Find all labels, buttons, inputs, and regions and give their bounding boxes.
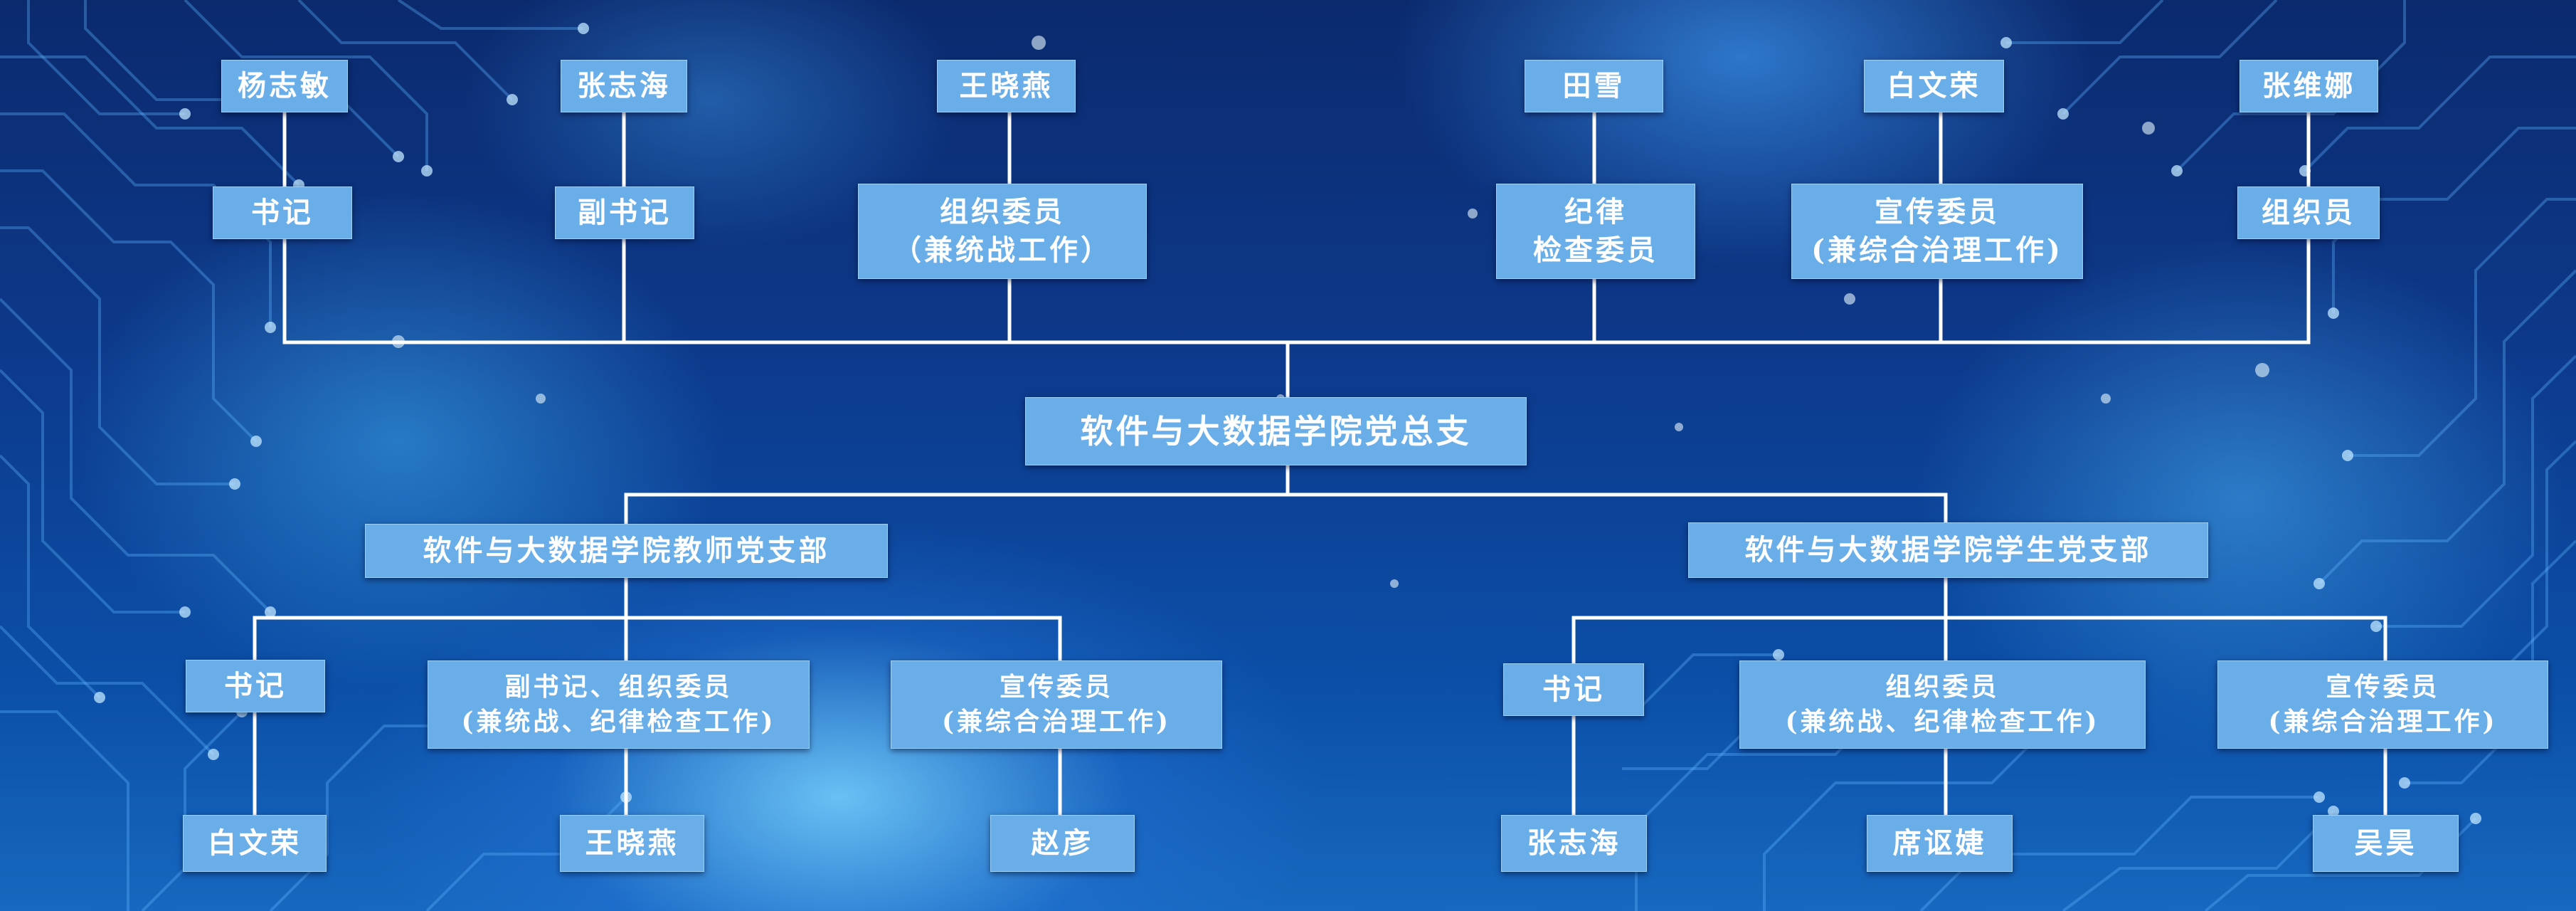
branch-label: 软件与大数据学院学生党支部	[1744, 533, 2152, 567]
role-line: (兼综合治理工作)	[941, 707, 1172, 737]
root-label: 软件与大数据学院党总支	[1080, 411, 1472, 451]
person-name: 席讴婕	[1892, 826, 1987, 860]
student-person-2: 吴昊	[2313, 815, 2459, 872]
teacher-person-0: 白文荣	[183, 815, 327, 872]
role-line: 组织委员	[1885, 672, 2000, 702]
role-line: （兼统战工作）	[893, 233, 1112, 267]
committee-person-5: 张维娜	[2240, 60, 2378, 112]
role-line: 副书记	[578, 196, 672, 229]
branch-student: 软件与大数据学院学生党支部	[1688, 522, 2208, 578]
role-line: 书记	[224, 669, 287, 702]
role-line: (兼综合治理工作)	[2268, 707, 2498, 737]
person-name: 张维娜	[2262, 69, 2356, 102]
committee-person-4: 白文荣	[1864, 60, 2004, 112]
committee-person-3: 田雪	[1525, 60, 1663, 112]
person-name: 张志海	[577, 69, 671, 102]
committee-person-0: 杨志敏	[221, 60, 348, 112]
person-name: 赵彦	[1031, 826, 1094, 860]
teacher-person-2: 赵彦	[990, 815, 1135, 872]
role-line: 检查委员	[1533, 233, 1658, 267]
role-line: 宣传委员	[999, 672, 1113, 702]
person-name: 杨志敏	[238, 69, 332, 102]
role-line: 纪律	[1564, 195, 1627, 228]
person-name: 张志海	[1527, 826, 1621, 860]
root-node: 软件与大数据学院党总支	[1025, 397, 1527, 465]
person-name: 王晓燕	[959, 69, 1054, 102]
committee-role-3: 纪律 检查委员	[1496, 184, 1695, 279]
student-role-0: 书记	[1503, 663, 1644, 716]
role-line: 组织员	[2262, 196, 2355, 229]
teacher-role-2: 宣传委员 (兼综合治理工作)	[891, 660, 1222, 749]
student-role-2: 宣传委员 (兼综合治理工作)	[2217, 660, 2548, 749]
committee-role-5: 组织员	[2237, 186, 2380, 239]
role-line: 书记	[251, 196, 314, 229]
committee-person-1: 张志海	[561, 60, 687, 112]
role-line: 宣传委员	[1875, 195, 2000, 228]
committee-role-2: 组织委员 （兼统战工作）	[858, 184, 1147, 279]
teacher-role-0: 书记	[186, 660, 325, 712]
role-line: (兼统战、纪律检查工作)	[461, 707, 776, 737]
teacher-person-1: 王晓燕	[560, 815, 704, 872]
person-name: 白文荣	[1887, 69, 1981, 102]
person-name: 白文荣	[208, 826, 302, 860]
role-line: (兼综合治理工作)	[1811, 233, 2063, 267]
role-line: 书记	[1542, 673, 1605, 706]
branch-teacher: 软件与大数据学院教师党支部	[365, 524, 888, 578]
teacher-role-1: 副书记、组织委员 (兼统战、纪律检查工作)	[428, 660, 810, 749]
person-name: 王晓燕	[585, 826, 679, 860]
person-name: 吴昊	[2354, 826, 2417, 860]
student-person-0: 张志海	[1501, 815, 1647, 872]
role-line: 副书记、组织委员	[504, 672, 733, 702]
branch-label: 软件与大数据学院教师党支部	[423, 534, 830, 567]
committee-role-4: 宣传委员 (兼综合治理工作)	[1791, 184, 2083, 279]
student-person-1: 席讴婕	[1867, 815, 2013, 872]
committee-role-0: 书记	[213, 186, 352, 239]
committee-role-1: 副书记	[555, 186, 694, 239]
role-line: 组织委员	[940, 195, 1065, 228]
committee-person-2: 王晓燕	[937, 60, 1076, 112]
student-role-1: 组织委员 (兼统战、纪律检查工作)	[1739, 660, 2146, 749]
role-line: (兼统战、纪律检查工作)	[1785, 707, 2100, 737]
role-line: 宣传委员	[2326, 672, 2440, 702]
person-name: 田雪	[1562, 69, 1626, 102]
